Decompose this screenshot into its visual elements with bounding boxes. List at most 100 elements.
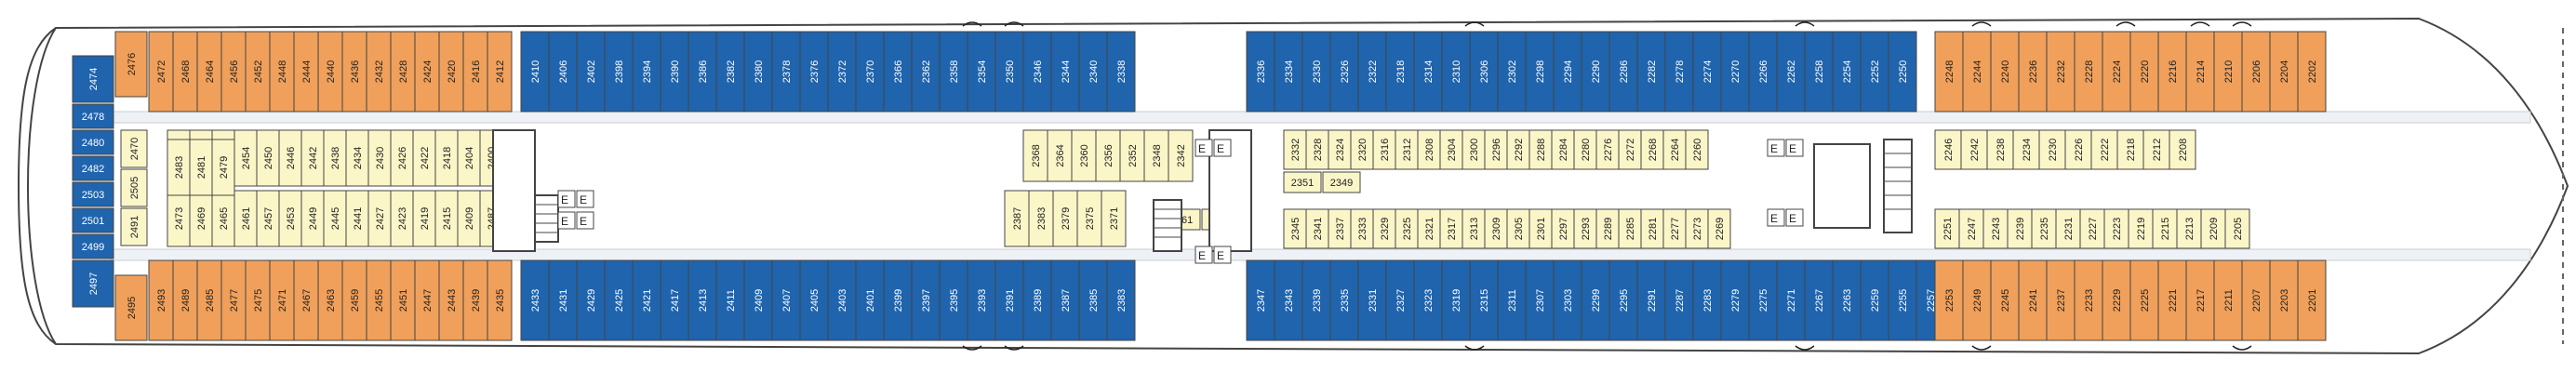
cabin-inside[interactable]: 2457 [256,190,280,247]
cabin-bow[interactable]: 2482 [72,155,114,181]
cabin-outside[interactable]: 2254 [1832,31,1862,113]
cabin-outside[interactable]: 2326 [1329,31,1359,113]
cabin-inside[interactable]: 2345 [1283,208,1307,249]
cabin-outside[interactable]: 2327 [1385,259,1415,341]
cabin-balcony[interactable]: 2459 [341,259,367,341]
cabin-outside[interactable]: 2262 [1776,31,1806,113]
cabin-outside[interactable]: 2290 [1581,31,1610,113]
cabin-outside[interactable]: 2366 [883,31,913,113]
cabin-outside[interactable]: 2421 [632,259,661,341]
cabin-inside[interactable]: 2285 [1618,208,1642,249]
cabin-balcony[interactable]: 2485 [196,259,222,341]
cabin-inside[interactable]: 2227 [2079,208,2105,249]
cabin-inside[interactable]: 2209 [2200,208,2226,249]
cabin-outside[interactable]: 2315 [1469,259,1499,341]
cabin-inside[interactable]: 2212 [2142,129,2170,170]
cabin-outside[interactable]: 2429 [576,259,606,341]
cabin-inside[interactable]: 2404 [457,129,481,187]
cabin-balcony[interactable]: 2236 [2018,31,2048,113]
cabin-bow[interactable]: 2480 [72,129,114,155]
cabin-balcony[interactable]: 2412 [487,31,513,113]
cabin-inside[interactable]: 2328 [1305,129,1329,170]
cabin-balcony[interactable]: 2489 [172,259,198,341]
cabin-inside[interactable]: 2473 [167,190,191,247]
cabin-outside[interactable]: 2310 [1441,31,1471,113]
cabin-outside[interactable]: 2323 [1413,259,1443,341]
cabin-inside[interactable]: 2308 [1417,129,1441,170]
cabin-balcony[interactable]: 2206 [2241,31,2271,113]
cabin-balcony[interactable]: 2455 [366,259,392,341]
cabin-balcony[interactable]: 2233 [2074,259,2103,341]
cabin-outside[interactable]: 2298 [1525,31,1555,113]
cabin-inside[interactable]: 2276 [1595,129,1620,170]
cabin-outside[interactable]: 2306 [1469,31,1499,113]
cabin-inside[interactable]: 2470 [120,129,148,168]
cabin-inside[interactable]: 2247 [1958,208,1984,249]
cabin-inside[interactable]: 2364 [1047,129,1073,182]
cabin-inside[interactable]: 2317 [1439,208,1463,249]
cabin-outside[interactable]: 2431 [548,259,578,341]
cabin-inside[interactable]: 2438 [323,129,347,187]
cabin-outside[interactable]: 2372 [827,31,857,113]
cabin-inside[interactable]: 2301 [1528,208,1553,249]
cabin-inside[interactable]: 2454 [234,129,258,187]
cabin-outside[interactable]: 2278 [1664,31,1694,113]
cabin-inside[interactable]: 2230 [2038,129,2066,170]
cabin-inside[interactable]: 2238 [1986,129,2014,170]
cabin-balcony[interactable]: 2207 [2241,259,2271,341]
cabin-outside[interactable]: 2407 [771,259,801,341]
cabin-outside[interactable]: 2403 [827,259,857,341]
cabin-inside[interactable]: 2461 [234,190,258,247]
cabin-inside[interactable]: 2337 [1328,208,1352,249]
cabin-inside[interactable]: 2409 [457,190,481,247]
cabin-balcony[interactable]: 2451 [390,259,416,341]
cabin-inside[interactable]: 2231 [2055,208,2081,249]
cabin-inside[interactable]: 2218 [2116,129,2144,170]
cabin-inside[interactable]: 2491 [120,207,148,246]
cabin-inside[interactable]: 2375 [1076,190,1102,247]
cabin-balcony[interactable]: 2443 [438,259,464,341]
cabin-outside[interactable]: 2303 [1553,259,1582,341]
cabin-inside[interactable]: 2442 [300,129,325,187]
cabin-outside[interactable]: 2330 [1301,31,1331,113]
cabin-inside[interactable]: 2309 [1484,208,1508,249]
cabin-outside[interactable]: 2382 [715,31,745,113]
cabin-outside[interactable]: 2370 [855,31,885,113]
cabin-outside[interactable]: 2283 [1692,259,1722,341]
cabin-balcony[interactable]: 2471 [269,259,295,341]
cabin-balcony[interactable]: 2204 [2269,31,2299,113]
cabin-balcony[interactable]: 2240 [1990,31,2020,113]
cabin-balcony[interactable]: 2203 [2269,259,2299,341]
cabin-bow[interactable]: 2474 [72,55,114,103]
cabin-inside[interactable]: 2329 [1372,208,1396,249]
cabin-outside[interactable]: 2270 [1720,31,1750,113]
cabin-outside[interactable]: 2347 [1246,259,1275,341]
cabin-outside[interactable]: 2389 [1022,259,1052,341]
cabin-balcony[interactable]: 2420 [438,31,464,113]
cabin-outside[interactable]: 2271 [1776,259,1806,341]
cabin-outside[interactable]: 2295 [1608,259,1638,341]
cabin-inside[interactable]: 2418 [434,129,459,187]
cabin-bow[interactable]: 2501 [72,207,114,233]
cabin-inside[interactable]: 2300 [1462,129,1486,170]
cabin-inside[interactable]: 2352 [1119,129,1145,182]
cabin-outside[interactable]: 2311 [1497,259,1527,341]
cabin-bow[interactable]: 2499 [72,233,114,259]
cabin-inside[interactable]: 2215 [2152,208,2178,249]
cabin-balcony[interactable]: 2210 [2213,31,2243,113]
cabin-balcony[interactable]: 2444 [293,31,319,113]
cabin-balcony[interactable]: 2447 [414,259,440,341]
cabin-balcony[interactable]: 2463 [317,259,343,341]
cabin-balcony[interactable]: 2475 [245,259,271,341]
cabin-outside[interactable]: 2291 [1636,259,1666,341]
cabin-balcony[interactable]: 2228 [2074,31,2103,113]
cabin-balcony[interactable]: 2452 [245,31,271,113]
cabin-inside[interactable]: 2483 [167,139,191,196]
cabin-inside[interactable]: 2234 [2012,129,2040,170]
cabin-balcony[interactable]: 2214 [2185,31,2215,113]
cabin-outside[interactable]: 2362 [911,31,941,113]
cabin-outside[interactable]: 2318 [1385,31,1415,113]
cabin-outside[interactable]: 2331 [1357,259,1387,341]
cabin-inside[interactable]: 2289 [1595,208,1620,249]
cabin-inside[interactable]: 2305 [1506,208,1530,249]
